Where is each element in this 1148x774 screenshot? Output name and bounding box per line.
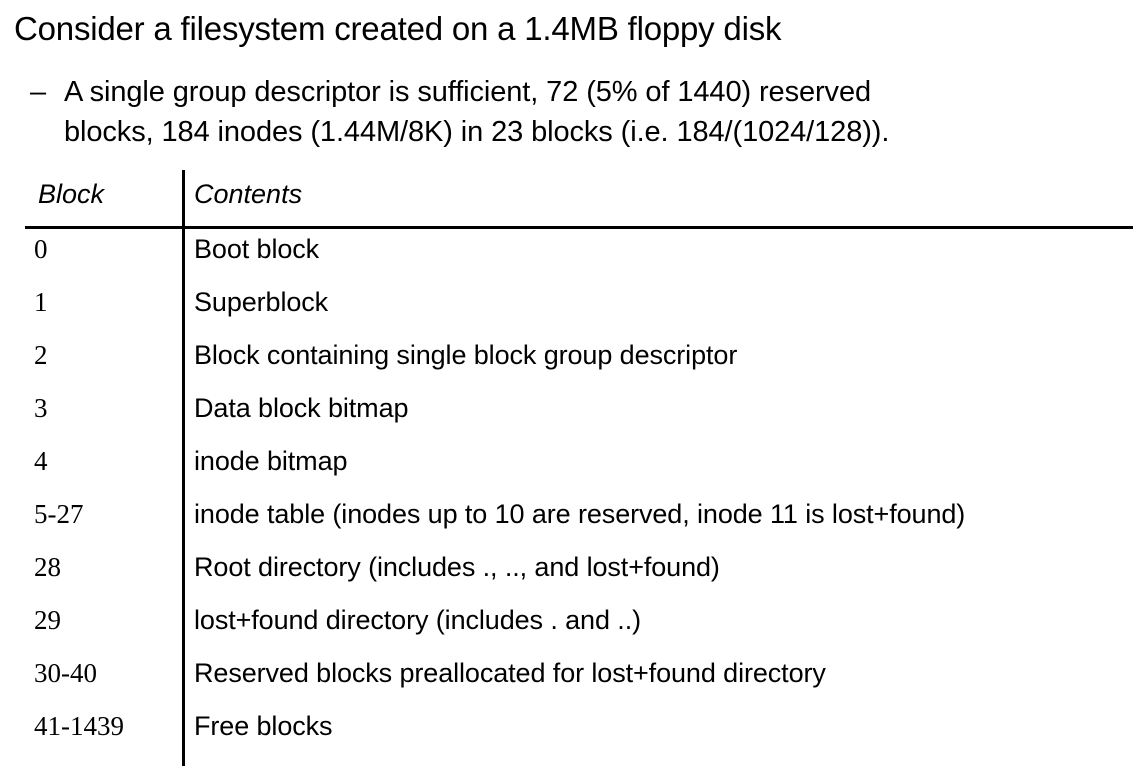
table-row: 41-1439 Free blocks	[25, 703, 1133, 756]
bullet-text-line-1: A single group descriptor is sufficient,…	[64, 76, 872, 108]
table-row: 4 inode bitmap	[25, 438, 1133, 491]
page-title: Consider a filesystem created on a 1.4MB…	[14, 10, 782, 47]
cell-block: 29	[34, 605, 61, 635]
cell-block: 30-40	[34, 658, 97, 688]
table-row: 30-40 Reserved blocks preallocated for l…	[25, 650, 1133, 703]
table-row: 29 lost+found directory (includes . and …	[25, 597, 1133, 650]
cell-block: 2	[34, 340, 48, 370]
cell-contents: Superblock	[194, 287, 329, 317]
table-header-row: Block Contents	[25, 170, 1133, 226]
cell-block: 28	[34, 552, 61, 582]
table-body: 0 Boot block 1 Superblock 2 Block contai…	[25, 226, 1133, 756]
bullet-text: A single group descriptor is sufficient,…	[64, 72, 1130, 152]
cell-block: 3	[34, 393, 48, 423]
cell-block: 0	[34, 234, 48, 264]
table-row: 2 Block containing single block group de…	[25, 332, 1133, 385]
cell-contents: inode bitmap	[194, 446, 348, 476]
column-header-contents: Contents	[194, 179, 303, 209]
cell-contents: Boot block	[194, 234, 320, 264]
table-column-divider	[182, 170, 185, 766]
cell-block: 5-27	[34, 499, 84, 529]
bullet-dash-marker: –	[30, 76, 47, 108]
table-row: 3 Data block bitmap	[25, 385, 1133, 438]
cell-contents: Reserved blocks preallocated for lost+fo…	[194, 658, 826, 688]
cell-contents: Free blocks	[194, 711, 333, 741]
table-row: 0 Boot block	[25, 226, 1133, 279]
cell-contents: Root directory (includes ., .., and lost…	[194, 552, 720, 582]
cell-contents: lost+found directory (includes . and ..)	[194, 605, 641, 635]
cell-contents: Block containing single block group desc…	[194, 340, 738, 370]
cell-contents: Data block bitmap	[194, 393, 409, 423]
block-layout-table: Block Contents 0 Boot block 1 Superblock…	[25, 170, 1133, 766]
cell-contents: inode table (inodes up to 10 are reserve…	[194, 499, 966, 529]
table-row: 28 Root directory (includes ., .., and l…	[25, 544, 1133, 597]
table-row: 5-27 inode table (inodes up to 10 are re…	[25, 491, 1133, 544]
column-header-block: Block	[38, 179, 105, 209]
bullet-text-line-2: blocks, 184 inodes (1.44M/8K) in 23 bloc…	[64, 116, 890, 148]
bullet-item: – A single group descriptor is sufficien…	[30, 72, 1130, 152]
cell-block: 4	[34, 446, 48, 476]
cell-block: 41-1439	[34, 711, 124, 741]
table-row: 1 Superblock	[25, 279, 1133, 332]
table-header-rule	[25, 226, 1133, 229]
cell-block: 1	[34, 287, 48, 317]
